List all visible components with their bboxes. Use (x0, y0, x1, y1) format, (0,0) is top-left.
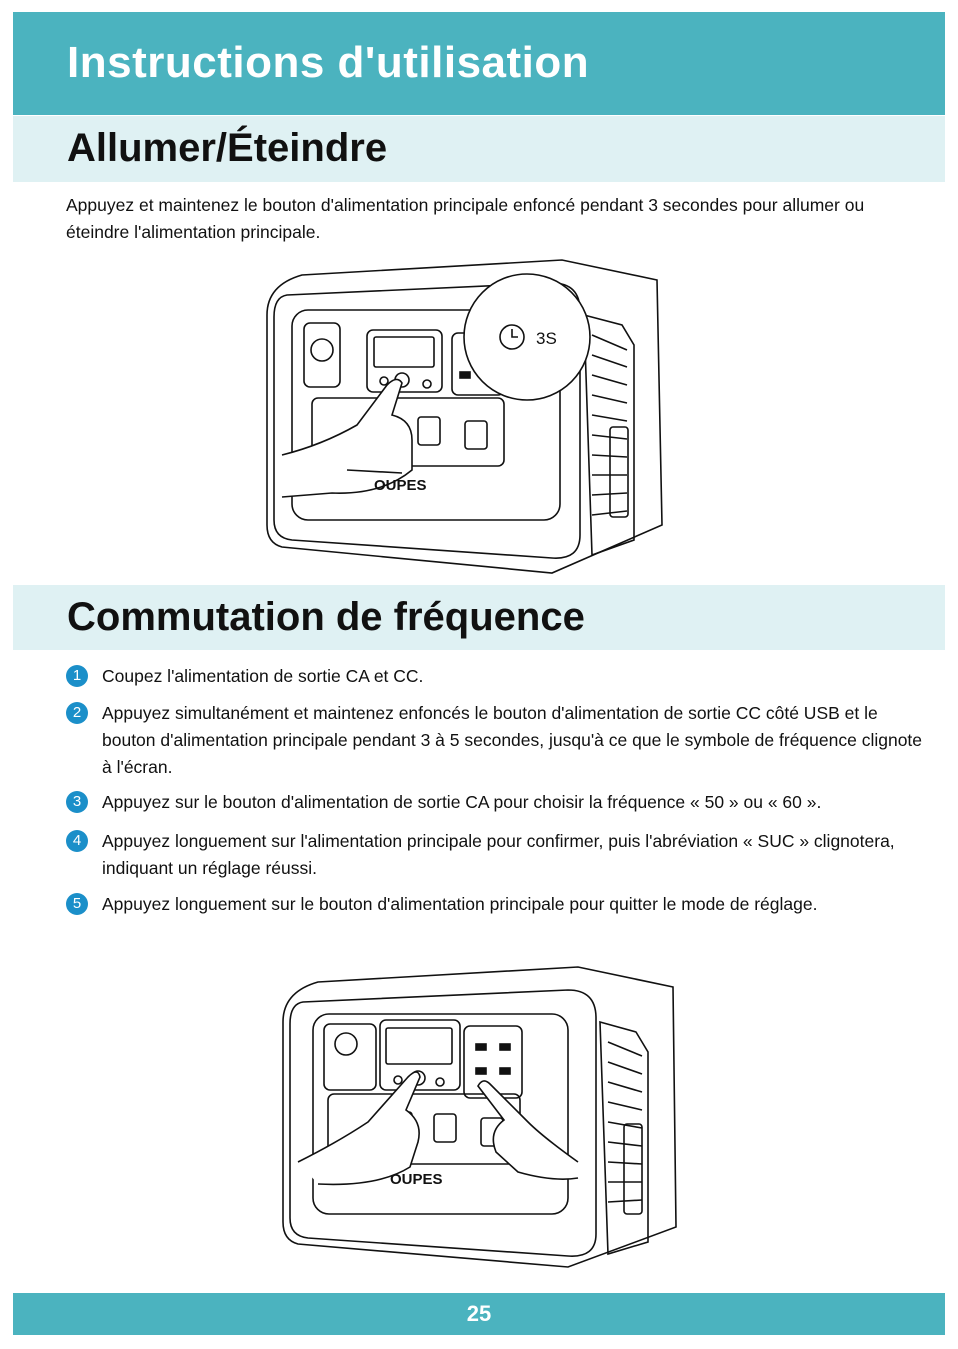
section-power-body: Appuyez et maintenez le bouton d'aliment… (66, 195, 865, 242)
step-badge: 1 (66, 665, 88, 687)
page-header: Instructions d'utilisation (13, 12, 945, 115)
step-text: Appuyez longuement sur l'alimentation pr… (102, 831, 895, 878)
section-frequency-title: Commutation de fréquence (67, 595, 585, 639)
step-text: Appuyez sur le bouton d'alimentation de … (102, 792, 822, 812)
power-station-illustration-2: OUPES (282, 966, 677, 1268)
step-badge: 4 (66, 830, 88, 852)
section-frequency-band: Commutation de fréquence (13, 585, 945, 650)
section-power-title: Allumer/Éteindre (67, 126, 388, 170)
step-text: Appuyez longuement sur le bouton d'alime… (102, 894, 818, 914)
step-badge: 3 (66, 791, 88, 813)
page-title: Instructions d'utilisation (67, 38, 590, 87)
step-text: Coupez l'alimentation de sortie CA et CC… (102, 666, 424, 686)
step-badge: 2 (66, 702, 88, 724)
timer-label: 3S (536, 329, 557, 348)
power-station-illustration-1: 3S OUPES (266, 259, 663, 574)
brand-logo-2: OUPES (390, 1171, 443, 1188)
section-power-band: Allumer/Éteindre (13, 116, 945, 182)
page-number: 25 (466, 1301, 492, 1326)
step-badge: 5 (66, 893, 88, 915)
step-text: Appuyez simultanément et maintenez enfon… (102, 703, 923, 777)
brand-logo-1: OUPES (374, 477, 427, 494)
page-footer: 25 (13, 1293, 945, 1335)
